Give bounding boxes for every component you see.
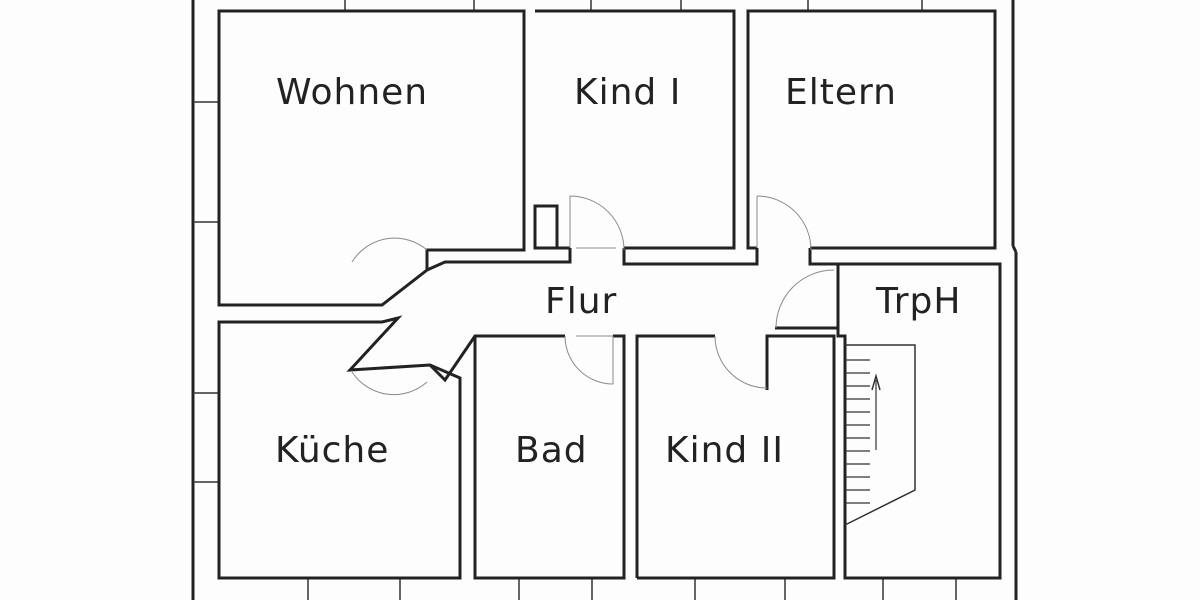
- label-kind2: Kind II: [665, 430, 784, 471]
- flur-upper-wall: [426, 248, 838, 272]
- room-kueche-outline: [217, 315, 462, 580]
- staircase: [844, 344, 916, 526]
- label-wohnen: Wohnen: [276, 72, 428, 113]
- door-swings: [351, 195, 835, 396]
- label-eltern: Eltern: [785, 72, 897, 113]
- label-kind1: Kind I: [574, 72, 681, 113]
- room-eltern-outline: [746, 9, 997, 250]
- room-trph-outline: [836, 262, 1002, 580]
- room-kind1-outline: [535, 9, 736, 250]
- shaft: [533, 204, 559, 250]
- label-bad: Bad: [515, 430, 588, 471]
- room-kind2-outline: [637, 334, 836, 580]
- room-bad-outline: [473, 336, 626, 580]
- outer-walls: [191, 0, 1018, 600]
- label-trph: TrpH: [875, 281, 961, 322]
- room-wohnen-outline: [217, 9, 526, 307]
- label-kueche: Küche: [275, 430, 389, 471]
- label-flur: Flur: [545, 281, 617, 322]
- window-marks: [193, 0, 957, 600]
